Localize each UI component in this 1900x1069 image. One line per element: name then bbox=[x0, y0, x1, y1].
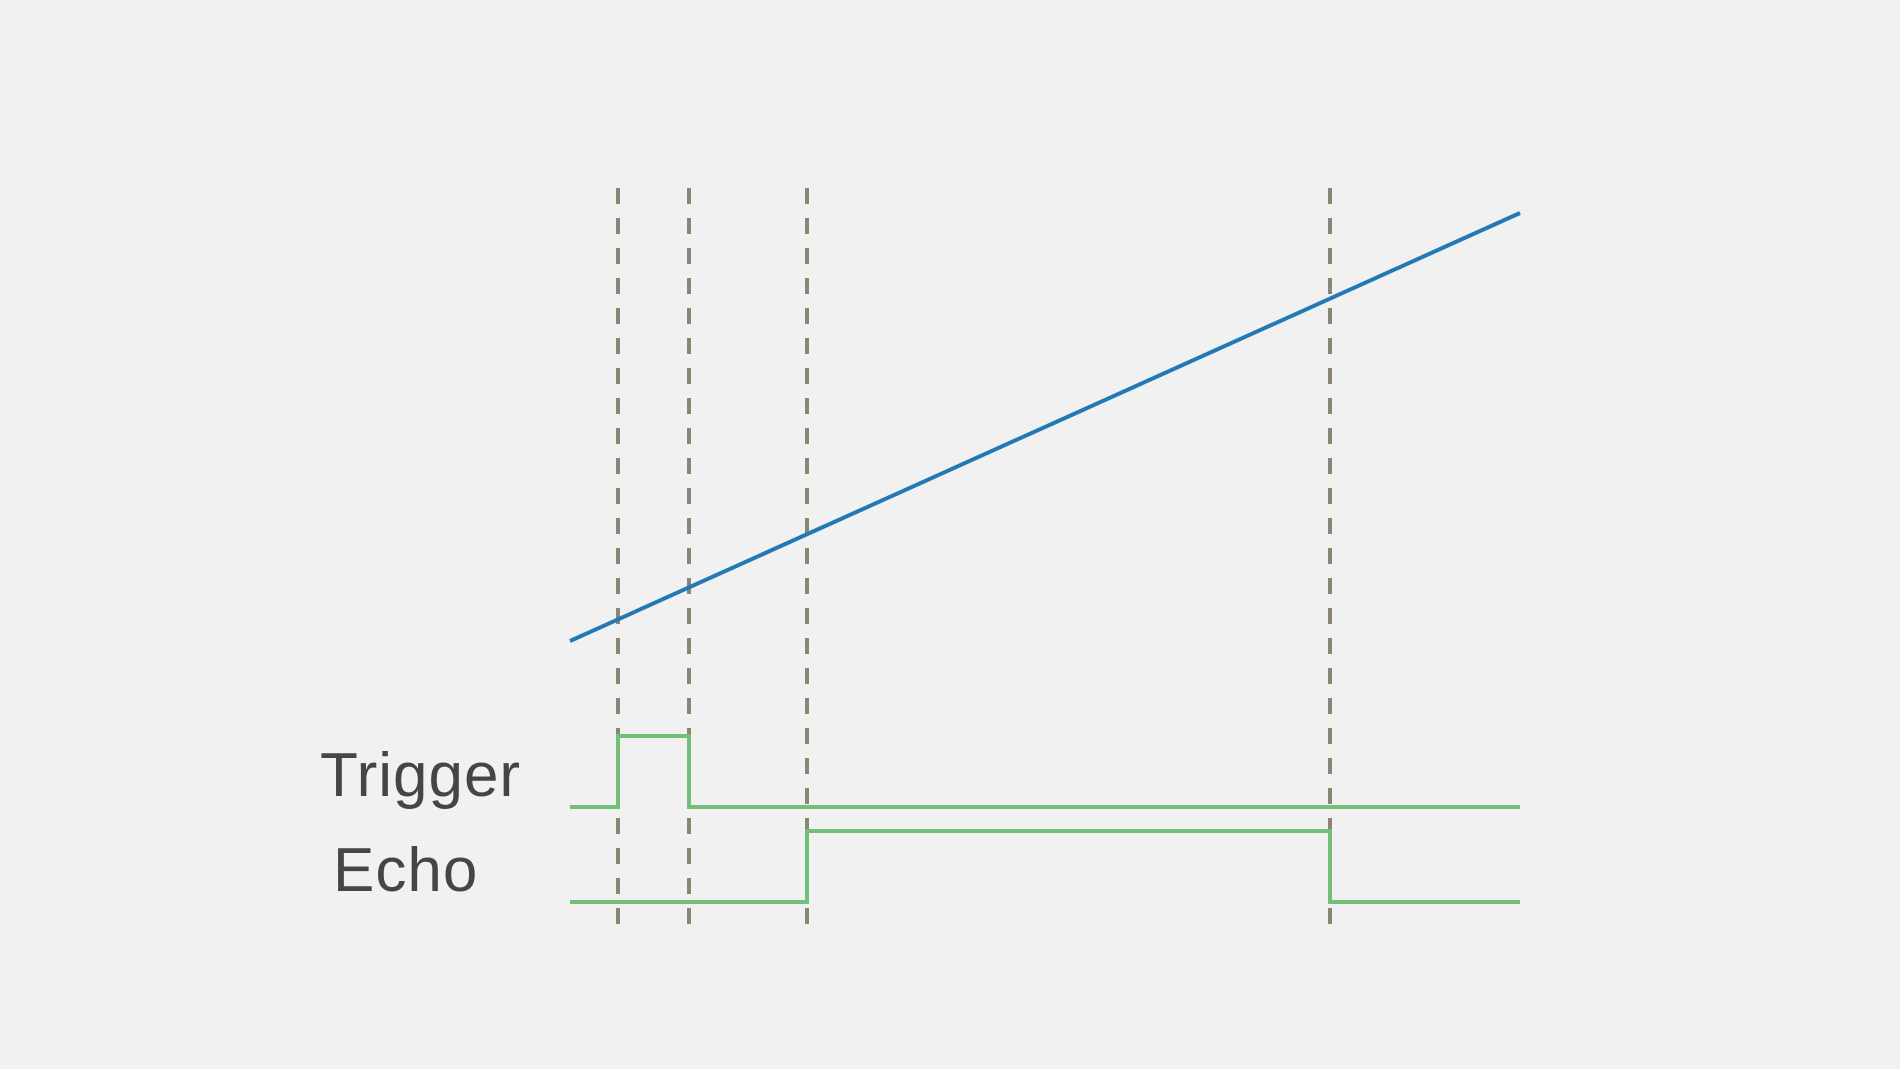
echo-label: Echo bbox=[333, 836, 478, 905]
ramp-line bbox=[569, 211, 1521, 643]
time-markers bbox=[616, 188, 1332, 928]
trigger-waveform bbox=[570, 734, 1520, 809]
trigger-label: Trigger bbox=[320, 741, 521, 810]
echo-waveform bbox=[570, 829, 1520, 904]
